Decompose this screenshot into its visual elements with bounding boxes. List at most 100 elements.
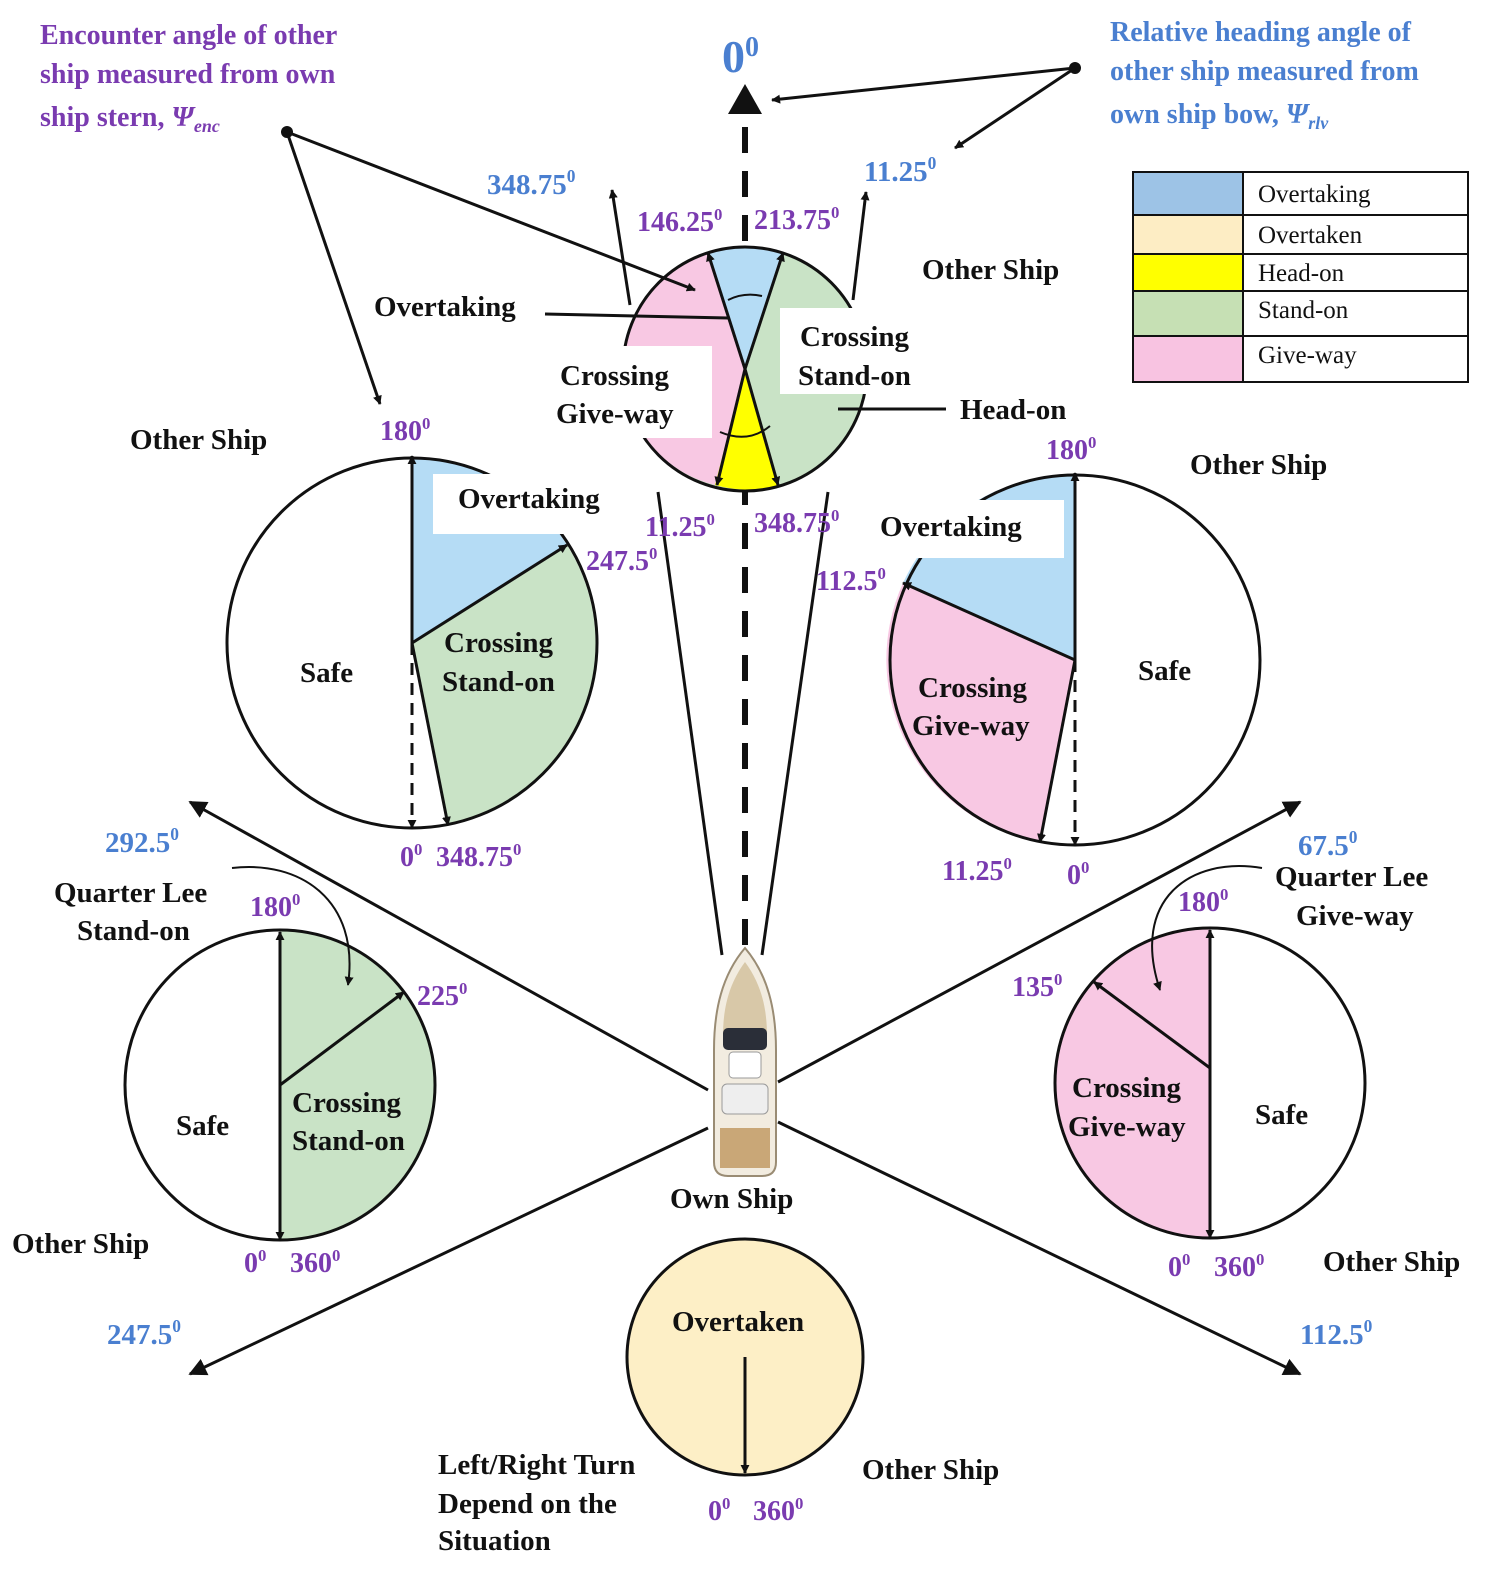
overtaking-label: Overtaking bbox=[880, 511, 1022, 543]
upper-right-circle-labels: Other Ship 1800 Overtaking 112.50 Crossi… bbox=[816, 433, 1327, 891]
quarter-lee-label: Quarter Lee bbox=[1275, 861, 1428, 893]
lower-left-circle-labels: Quarter Lee Stand-on 1800 2250 Safe Cros… bbox=[12, 877, 467, 1279]
angle-label: 1800 bbox=[1178, 885, 1228, 918]
turn-note-line: Depend on the bbox=[438, 1488, 617, 1520]
safe-label: Safe bbox=[176, 1110, 229, 1142]
overtaking-label: Overtaking bbox=[458, 483, 600, 515]
angle-label: 11.250 bbox=[942, 854, 1012, 887]
top-circle-labels: 146.250 213.750 11.250 348.750 Overtakin… bbox=[374, 203, 1066, 543]
other-ship-label: Other Ship bbox=[922, 254, 1059, 286]
title-line: Encounter angle of other bbox=[40, 20, 337, 51]
overtaken-label: Overtaken bbox=[672, 1306, 804, 1338]
starboard-bow-bound-label: 67.50 bbox=[1298, 827, 1358, 862]
legend-item-give-way: Give-way bbox=[1132, 335, 1469, 383]
other-ship-label: Other Ship bbox=[130, 424, 267, 456]
circle-lower-left bbox=[123, 866, 437, 1242]
own-ship-heading-line bbox=[728, 84, 762, 945]
give-way-label: Give-way bbox=[912, 710, 1030, 742]
legend-label: Give-way bbox=[1258, 342, 1357, 369]
starboard-quarter-bound-label: 112.50 bbox=[1300, 1316, 1373, 1351]
head-on-label: Head-on bbox=[960, 394, 1066, 426]
angle-label: 348.750 bbox=[754, 506, 839, 539]
circle-lower-right bbox=[1053, 865, 1367, 1240]
bottom-circle-labels: Own Ship Overtaken Other Ship Left/Right… bbox=[438, 1183, 999, 1557]
own-ship-label: Own Ship bbox=[670, 1183, 793, 1215]
circle-top bbox=[560, 245, 928, 493]
stand-on-label: Stand-on bbox=[292, 1125, 405, 1157]
give-way-label: Give-way bbox=[1068, 1111, 1186, 1143]
head-on-right-line bbox=[760, 491, 830, 956]
safe-label: Safe bbox=[1255, 1099, 1308, 1131]
angle-label: 247.50 bbox=[586, 544, 657, 577]
angle-label: 3600 bbox=[1214, 1250, 1264, 1283]
overtaking-sector bbox=[708, 247, 783, 369]
safe-label: Safe bbox=[1138, 655, 1191, 687]
legend-label: Overtaking bbox=[1258, 181, 1371, 208]
angle-label: 348.750 bbox=[436, 840, 521, 873]
legend-item-overtaking: Overtaking bbox=[1132, 171, 1469, 216]
title-line: other ship measured from bbox=[1110, 56, 1419, 87]
angle-label: 3600 bbox=[753, 1494, 803, 1527]
other-ship-label: Other Ship bbox=[1190, 449, 1327, 481]
title-pointers bbox=[281, 62, 1081, 411]
angle-label: 1800 bbox=[380, 414, 430, 447]
other-ship-label: Other Ship bbox=[862, 1454, 999, 1486]
port-quarter-bound-label: 247.50 bbox=[107, 1316, 181, 1351]
head-on-sector bbox=[715, 369, 778, 490]
crossing-label: Crossing bbox=[560, 360, 670, 392]
crossing-label: Crossing bbox=[800, 321, 910, 353]
legend-item-head-on: Head-on bbox=[1132, 253, 1469, 292]
angle-label: 112.50 bbox=[816, 564, 886, 597]
angle-label: 11.250 bbox=[645, 510, 715, 543]
give-way-label: Give-way bbox=[1296, 900, 1414, 932]
legend-label: Stand-on bbox=[1258, 297, 1349, 324]
stand-on-label: Stand-on bbox=[798, 360, 911, 392]
legend-label: Overtaken bbox=[1258, 222, 1363, 249]
angle-label: 00 bbox=[244, 1246, 266, 1279]
angle-label: 1800 bbox=[1046, 433, 1096, 466]
sector-bound-labels: 348.750 11.250 67.50 112.50 292.50 247.5… bbox=[105, 153, 1373, 1351]
other-ship-label: Other Ship bbox=[12, 1228, 149, 1260]
angle-label: 3600 bbox=[290, 1246, 340, 1279]
angle-label: 00 bbox=[400, 840, 422, 873]
port-bow-bound-label: 292.50 bbox=[105, 824, 179, 859]
title-line: Relative heading angle of bbox=[1110, 17, 1412, 48]
angle-label: 00 bbox=[708, 1494, 730, 1527]
angle-label: 1350 bbox=[1012, 970, 1062, 1003]
angle-label: 00 bbox=[1168, 1250, 1190, 1283]
safe-label: Safe bbox=[300, 657, 353, 689]
angle-label: 1800 bbox=[250, 890, 300, 923]
other-ship-label: Other Ship bbox=[1323, 1246, 1460, 1278]
bow-right-line bbox=[851, 191, 870, 301]
give-way-label: Give-way bbox=[556, 398, 674, 430]
bow-left-line bbox=[608, 189, 632, 306]
bow-left-bound-label: 348.750 bbox=[487, 166, 576, 201]
circle-upper-right bbox=[874, 472, 1262, 847]
legend-item-stand-on: Stand-on bbox=[1132, 290, 1469, 337]
relative-heading-title: Relative heading angle of other ship mea… bbox=[1110, 17, 1419, 133]
heading-arrowhead bbox=[728, 84, 762, 114]
angle-label: 2250 bbox=[417, 979, 467, 1012]
starboard-quarter-line bbox=[777, 1120, 1302, 1376]
lower-right-circle-labels: Quarter Lee Give-way 1800 1350 Crossing … bbox=[1012, 861, 1460, 1283]
starboard-bow-line bbox=[777, 800, 1302, 1084]
head-on-left-line bbox=[656, 491, 724, 956]
circle-bottom bbox=[625, 1237, 865, 1477]
quarter-lee-label: Quarter Lee bbox=[54, 877, 207, 909]
own-ship-icon bbox=[713, 946, 777, 1177]
sector-lines bbox=[188, 189, 1302, 1376]
title-line: own ship bow, Ψrlv bbox=[1110, 99, 1329, 133]
legend-label: Head-on bbox=[1258, 260, 1345, 287]
heading-zero-label: 00 bbox=[722, 31, 759, 82]
angle-label: 146.250 bbox=[637, 205, 722, 238]
port-quarter-line bbox=[188, 1126, 709, 1376]
crossing-label: Crossing bbox=[918, 672, 1028, 704]
stand-on-label: Stand-on bbox=[442, 666, 555, 698]
overtaking-label: Overtaking bbox=[374, 291, 516, 323]
give-way-sector bbox=[1055, 928, 1210, 1238]
port-bow-line bbox=[188, 800, 709, 1092]
turn-note-line: Situation bbox=[438, 1525, 551, 1557]
encounter-angle-title: Encounter angle of other ship measured f… bbox=[40, 20, 337, 136]
bow-right-bound-label: 11.250 bbox=[864, 153, 937, 188]
